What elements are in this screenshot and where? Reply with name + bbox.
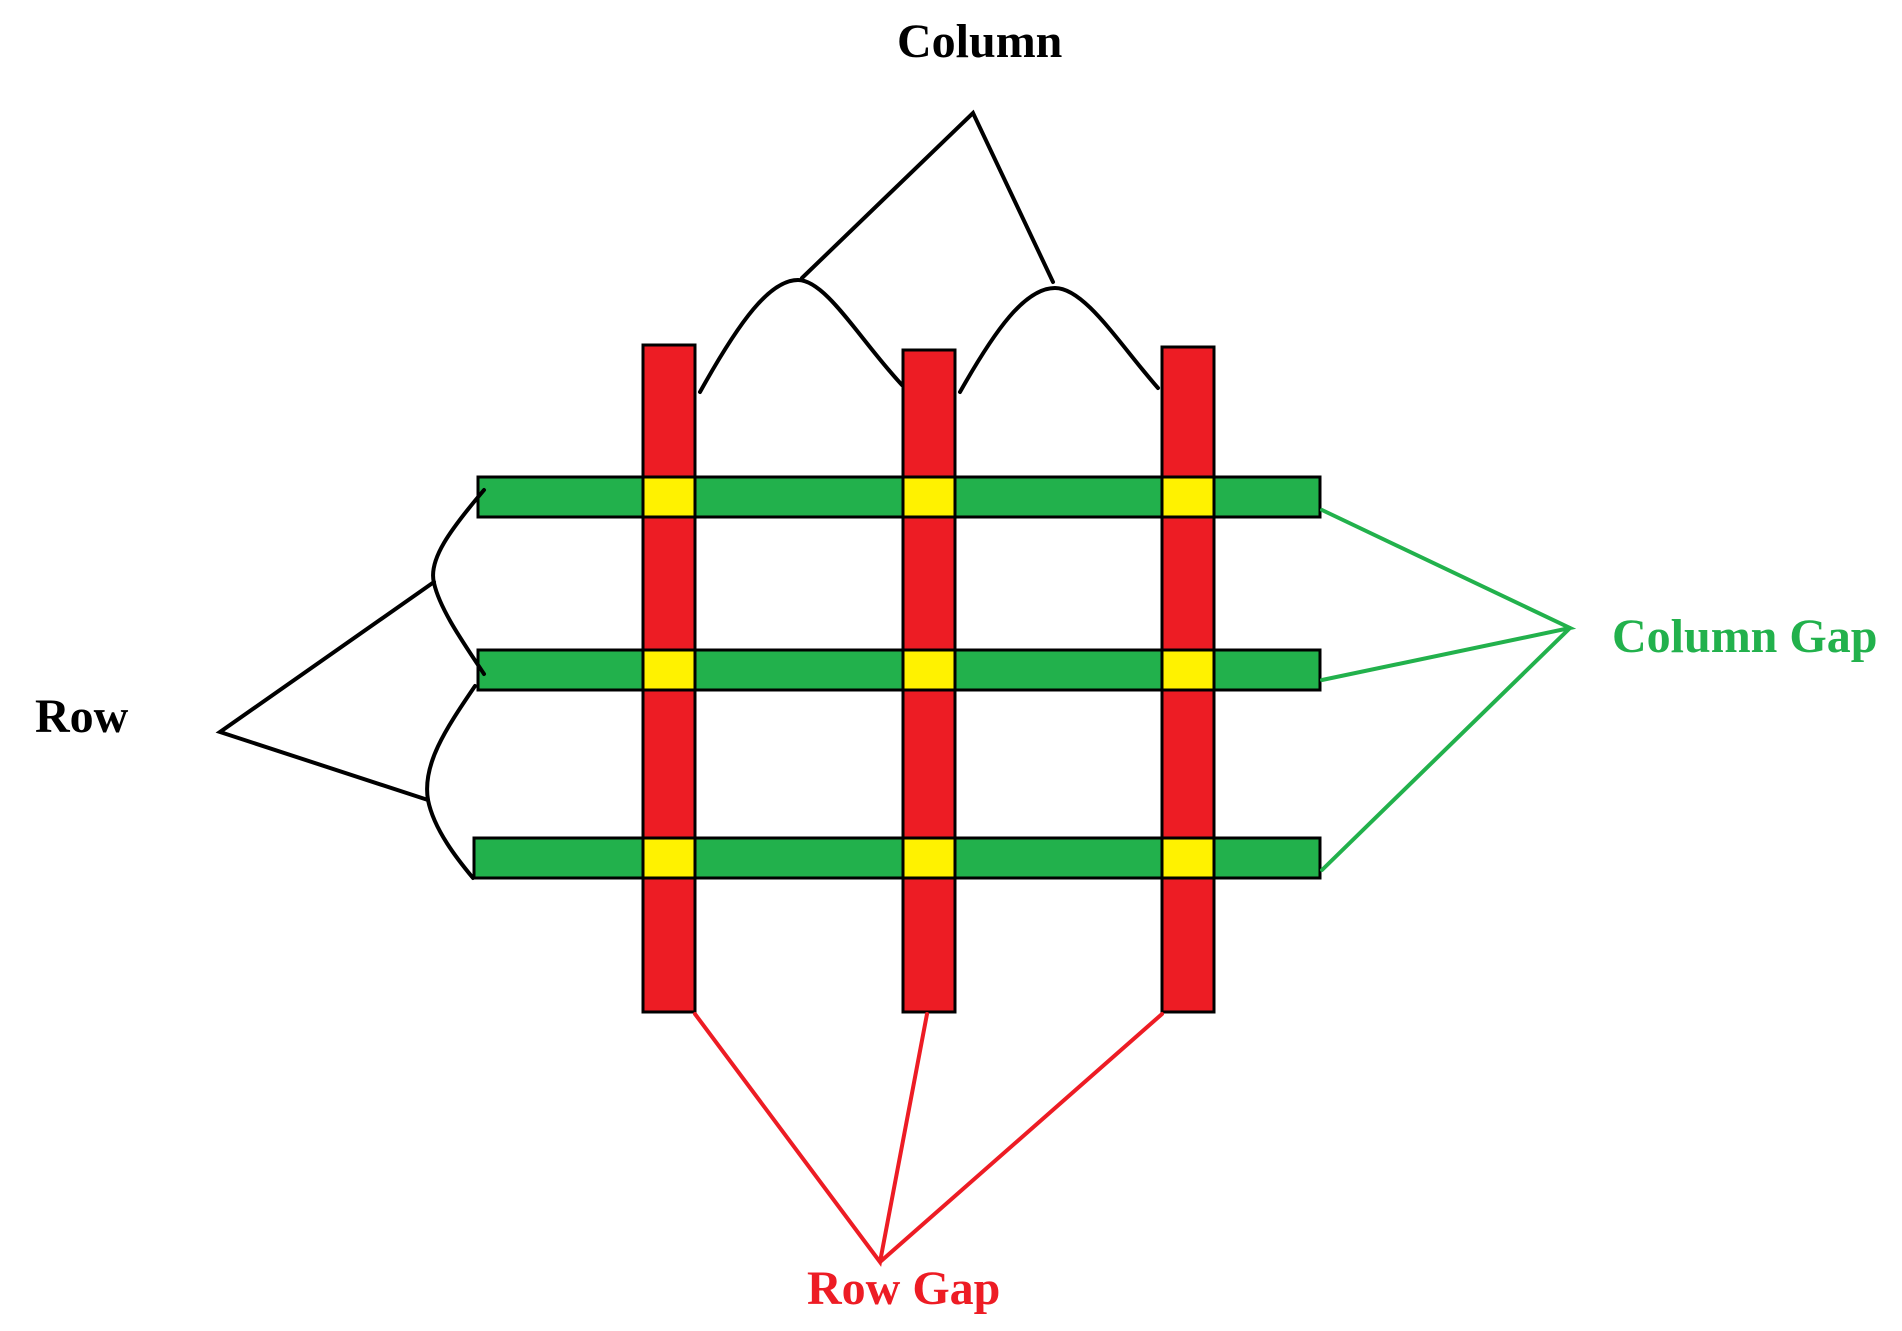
column-label: Column [897, 15, 1063, 68]
intersections [641, 475, 1216, 880]
row-pointer [215, 580, 436, 802]
intersection-r1-c3 [1160, 475, 1216, 519]
row-annotation [215, 488, 486, 880]
row-brace-bottom [425, 684, 477, 880]
intersection-r1-c2 [901, 475, 957, 519]
row-brace-top [431, 488, 486, 676]
row-gap-pointer [693, 1012, 1164, 1267]
intersection-r2-c1 [641, 648, 697, 692]
column-brace-left [698, 277, 904, 394]
intersection-r3-c3 [1160, 836, 1216, 880]
intersection-r1-c1 [641, 475, 697, 519]
row-label: Row [35, 690, 129, 743]
intersection-r3-c1 [641, 836, 697, 880]
column-pointer [800, 109, 1055, 284]
intersection-r2-c2 [901, 648, 957, 692]
column-gap-annotation [1320, 508, 1577, 872]
intersection-r2-c3 [1160, 648, 1216, 692]
row-gap-label: Row Gap [807, 1262, 1001, 1315]
column-gap-label: Column Gap [1612, 610, 1878, 663]
row-gap-annotation [693, 1012, 1164, 1267]
column-gap-pointer [1320, 508, 1577, 872]
column-annotation [698, 109, 1160, 394]
column-brace-right [958, 285, 1160, 394]
intersection-r3-c2 [901, 836, 957, 880]
